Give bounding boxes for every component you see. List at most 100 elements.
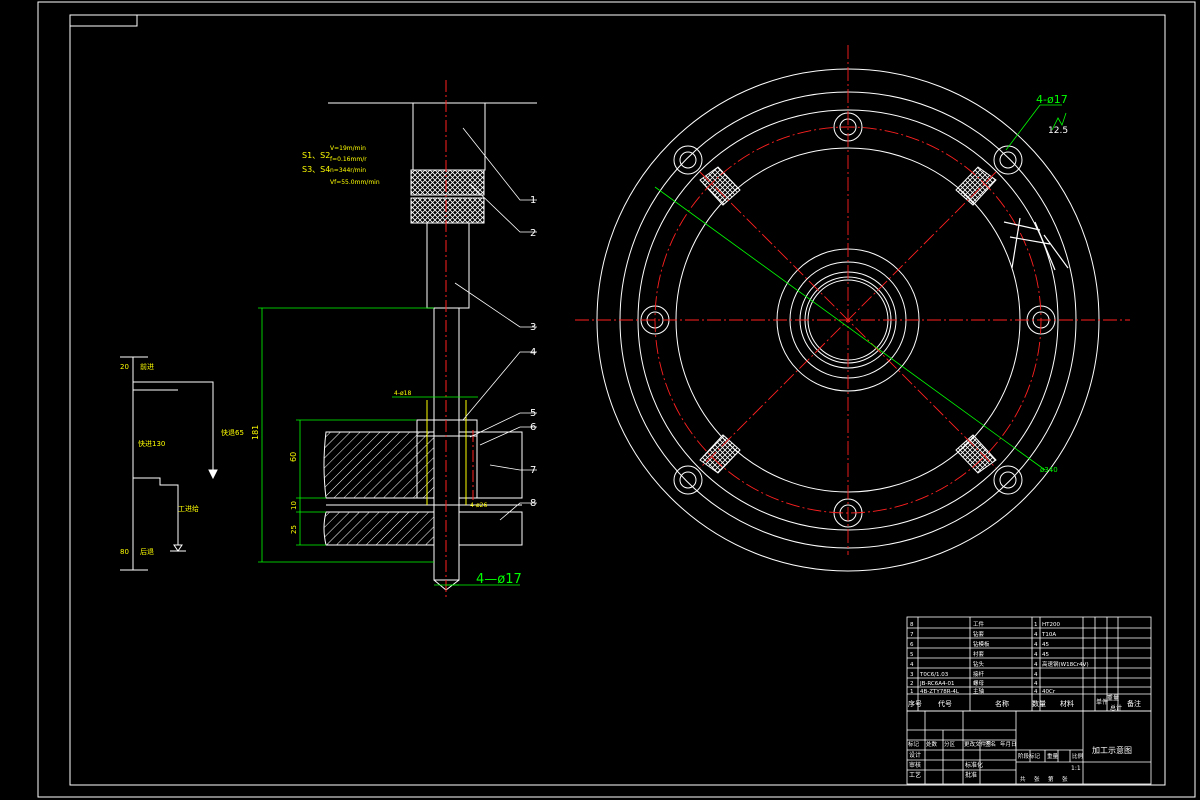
bom-cell-qty: 4 <box>1034 652 1038 658</box>
bom-cell-name: 接杆 <box>973 670 985 678</box>
bom-cell-material: 45 <box>1042 642 1049 648</box>
cycle-bottom-value: 80 <box>120 548 129 556</box>
feed-param-right-3: n=344r/min <box>330 167 366 174</box>
bom-cell-no: 2 <box>910 681 914 687</box>
feed-param-left-1: S1、S2 <box>302 151 330 160</box>
bom-header-remark: 备注 <box>1127 699 1141 708</box>
bom-cell-material: 45 <box>1042 652 1049 658</box>
bom-header-name: 名称 <box>995 699 1009 708</box>
spindle-assembly <box>323 102 537 591</box>
bom-cell-no: 7 <box>910 632 914 638</box>
bom-cell-name: 螺母 <box>973 679 985 687</box>
work-cycle-diagram <box>120 356 218 571</box>
part-number-3: 3 <box>530 322 536 333</box>
flange-centerlines <box>575 45 1130 555</box>
part-number-6: 6 <box>530 422 536 433</box>
title-sheet-label: 第 <box>1048 775 1054 783</box>
casting-mark <box>1003 217 1069 271</box>
title-row-label: 处数 <box>926 740 938 748</box>
sheet-outer-border <box>37 1 1196 798</box>
bom-cell-qty: 4 <box>1034 632 1038 638</box>
bom-cell-code: 4B-ZTY78R-4L <box>920 689 960 695</box>
flange-diameter-dimension <box>654 104 1067 471</box>
bom-cell-material: T10A <box>1041 632 1056 638</box>
bom-cell-qty: 4 <box>1034 642 1038 648</box>
title-left-label: 工艺 <box>909 771 921 779</box>
dim-lower: 25 <box>290 525 298 534</box>
bom-cell-qty: 4 <box>1034 662 1038 668</box>
dim-overall: 181 <box>251 425 260 440</box>
diameter-callout: ø340 <box>1040 466 1058 474</box>
dim-sleeve-bottom: 4-ø26 <box>470 502 487 509</box>
corner-tag <box>69 14 138 27</box>
part-number-5: 5 <box>530 408 536 419</box>
hole-callout-top: 4-ø17 <box>1036 93 1068 106</box>
sheet-inner-border <box>69 14 1166 786</box>
part-leaders <box>454 127 537 521</box>
spindle-inner-lines <box>426 400 467 505</box>
dim-gap: 10 <box>290 501 298 510</box>
cycle-top-value: 20 <box>120 363 129 371</box>
side-view-dimensions <box>258 307 520 586</box>
cycle-stroke-label: 快进130 <box>138 439 165 448</box>
bom-cell-no: 4 <box>910 662 914 668</box>
part-number-1: 1 <box>530 195 536 206</box>
title-row-label: 更改文件号 <box>964 740 992 748</box>
bom-header-total: 总计 <box>1110 704 1122 712</box>
title-row-label: 签名 <box>985 740 996 748</box>
bom-cell-name: 主轴 <box>973 687 985 695</box>
title-sheet-label: 张 <box>1062 775 1068 783</box>
title-stage-label: 比例 <box>1072 752 1084 760</box>
part-number-7: 7 <box>530 465 536 476</box>
bom-cell-material: HT200 <box>1042 622 1060 628</box>
spindle-centerline <box>445 80 474 600</box>
bom-header-material: 材料 <box>1060 699 1074 708</box>
title-scale: 1:1 <box>1071 765 1081 772</box>
part-number-8: 8 <box>530 498 536 509</box>
bom-cell-material: 40Cr <box>1042 689 1056 695</box>
bom-cell-qty: 1 <box>1034 622 1038 628</box>
bom-header-unit: 单件 <box>1096 698 1108 706</box>
drawing-title: 加工示意图 <box>1092 745 1132 755</box>
bom-cell-name: 钻套 <box>973 630 985 638</box>
bom-cell-code: T0C6/1.03 <box>919 672 949 678</box>
bom-cell-no: 1 <box>910 689 914 695</box>
bom-weight-label: 重量 <box>1107 694 1119 702</box>
feed-param-right-2: f=0.16mm/r <box>330 156 367 163</box>
bom-cell-name: 工件 <box>973 620 985 628</box>
bom-table <box>906 616 1152 712</box>
title-left-label: 审核 <box>909 761 921 769</box>
title-block-labels: 标记处数分区更改文件号签名年月日设计审核工艺标准化批准阶段标记重量比例共张第张 <box>908 740 1084 783</box>
flange-ribs <box>699 166 997 474</box>
title-mid-label: 标准化 <box>965 761 983 769</box>
bom-cell-name: 衬套 <box>973 650 985 658</box>
bom-cell-material: 高速钢(W18Cr4V) <box>1042 660 1089 668</box>
feed-param-right-4: Vf=55.0mm/min <box>330 179 380 186</box>
bom-cell-no: 3 <box>910 672 914 678</box>
bom-header-qty: 数量 <box>1032 699 1046 708</box>
title-row-label: 分区 <box>944 740 956 748</box>
bom-header-no: 序号 <box>908 699 922 708</box>
title-sheet-label: 张 <box>1034 775 1040 783</box>
cycle-fast-label: 快退65 <box>221 428 244 437</box>
dim-upper: 60 <box>289 452 298 462</box>
cycle-work-label: 工进给 <box>178 504 199 513</box>
bom-cell-qty: 4 <box>1034 689 1038 695</box>
cycle-top-label: 前进 <box>140 362 154 371</box>
bom-cell-no: 6 <box>910 642 914 648</box>
bom-header-row: 序号 代号 名称 数量 材料 单件 总计 备注 重量 <box>908 694 1141 712</box>
bom-cell-qty: 4 <box>1034 681 1038 687</box>
roughness-value: 12.5 <box>1048 126 1068 136</box>
title-row-label: 标记 <box>908 740 920 748</box>
cycle-bottom-label: 后退 <box>140 547 154 556</box>
hole-callout-side: 4—ø17 <box>476 572 522 587</box>
part-number-4: 4 <box>530 347 536 358</box>
title-stage-label: 阶段标记 <box>1018 752 1041 760</box>
bom-cell-no: 5 <box>910 652 914 658</box>
bom-header-code: 代号 <box>938 699 952 708</box>
title-left-label: 设计 <box>909 751 921 759</box>
title-block <box>906 710 1152 785</box>
bom-cell-qty: 4 <box>1034 672 1038 678</box>
